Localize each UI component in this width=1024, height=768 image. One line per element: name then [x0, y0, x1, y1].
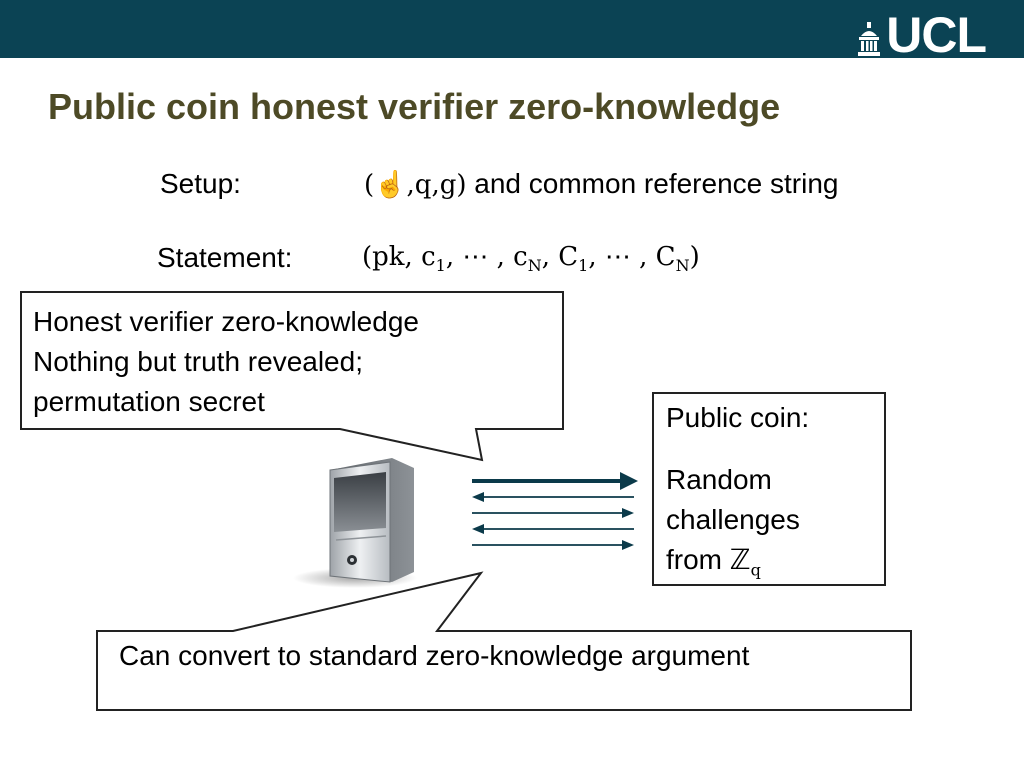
challenge-arrow-2 — [472, 524, 634, 534]
stmt-sub-n: N — [527, 256, 542, 276]
coin-line-1: Random — [666, 464, 772, 495]
ucl-logo: UCL — [858, 7, 987, 63]
setup-label: Setup: — [160, 168, 241, 199]
convert-callout-text: Can convert to standard zero-knowledge a… — [119, 640, 750, 671]
setup-open: ( — [364, 170, 375, 200]
setup-params: ,q,g) — [406, 170, 467, 200]
ucl-portico-icon — [858, 22, 881, 56]
header-bar: UCL — [0, 0, 1024, 63]
hvzk-callout: Honest verifier zero-knowledge Nothing b… — [33, 302, 419, 422]
challenge-arrow-1 — [472, 492, 634, 502]
coin-line-3: from ℤq — [666, 540, 800, 591]
stmt-sub-1: 1 — [435, 256, 446, 276]
coin-line-3-text: from — [666, 544, 730, 575]
response-arrow-2 — [472, 540, 634, 550]
logo-text: UCL — [886, 7, 987, 63]
integers-symbol: ℤ — [729, 543, 751, 576]
integers-subscript: q — [750, 560, 761, 580]
stmt-pk: (pk, c — [362, 242, 436, 272]
hvzk-line-2: Nothing but truth revealed; — [33, 346, 363, 377]
group-symbol: ☝ — [374, 170, 407, 200]
hvzk-line-3: permutation secret — [33, 386, 265, 417]
slide-title: Public coin honest verifier zero-knowled… — [48, 86, 781, 127]
coin-line-2: challenges — [666, 504, 800, 535]
public-coin-body: Random challenges from ℤq — [666, 460, 800, 591]
commitment-arrow — [472, 472, 638, 490]
statement-expression: (pk, c1, ⋯ , cN, C1, ⋯ , CN) — [362, 242, 700, 275]
stmt-sub-1b: 1 — [578, 256, 589, 276]
setup-text: and common reference string — [466, 168, 839, 199]
hvzk-line-1: Honest verifier zero-knowledge — [33, 306, 419, 337]
stmt-mid-1: , ⋯ , c — [445, 242, 528, 272]
protocol-arrows — [472, 472, 638, 550]
public-coin-box: Public coin: Random challenges from ℤq — [652, 392, 886, 586]
setup-expression: (☝,q,g) and common reference string — [364, 168, 838, 200]
statement-label: Statement: — [157, 242, 293, 273]
public-coin-title: Public coin: — [666, 402, 810, 433]
response-arrow-1 — [472, 508, 634, 518]
convert-callout-shape — [96, 571, 912, 711]
stmt-mid-2: , C — [541, 242, 579, 272]
stmt-sub-nb: N — [675, 256, 690, 276]
stmt-mid-3: , ⋯ , C — [588, 242, 676, 272]
server-computer-icon — [293, 458, 417, 588]
stmt-close: ) — [689, 242, 700, 272]
hvzk-callout-shape — [20, 291, 564, 462]
